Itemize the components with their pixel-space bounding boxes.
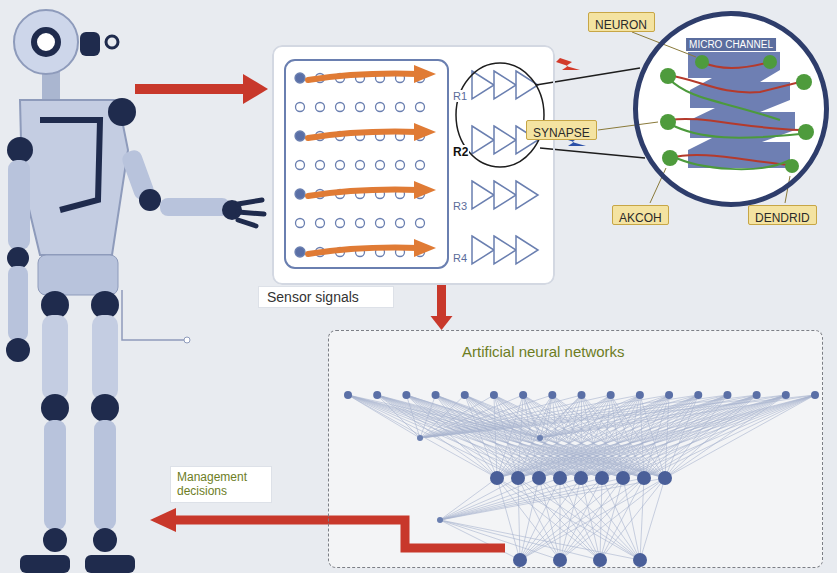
arrow-label: Management decisions	[170, 466, 272, 503]
receptor-triangles	[472, 71, 538, 264]
sensor-panel: Sensor signals	[272, 45, 555, 285]
arrow-head	[431, 316, 453, 330]
receptor-label: R1	[452, 90, 468, 102]
node-text: AKCOH	[619, 211, 662, 225]
leader-lines	[598, 32, 790, 203]
panel-fill	[272, 45, 555, 285]
zoom-lens	[456, 63, 645, 167]
arrow-shaft	[437, 285, 446, 318]
node-text: MICRO CHANNEL	[686, 38, 776, 51]
receptor-label: R2	[452, 145, 469, 159]
node-text: NEURON	[595, 18, 647, 32]
callout-label: NEURON	[588, 12, 655, 32]
signal-spark	[556, 58, 580, 70]
micro-channel	[688, 52, 795, 168]
callout-label: DENDRID	[748, 205, 817, 225]
sensor-grid-box	[285, 60, 448, 268]
callout-label: SYNAPSE	[526, 120, 597, 140]
input-arrow	[135, 74, 268, 104]
receptor-label: R4	[452, 252, 468, 264]
sensor-grid	[295, 65, 436, 257]
zoom-fill	[635, 13, 827, 205]
node-text: SYNAPSE	[533, 126, 590, 140]
node-text: Artificial neural networks	[459, 343, 628, 360]
node-text: Sensor signals	[258, 286, 394, 308]
flow-arrow	[431, 285, 453, 330]
callout-label: AKCOH	[612, 205, 669, 225]
receptor-label: R3	[452, 200, 468, 212]
neural-wires	[668, 62, 800, 169]
network-box: Artificial neural networks	[328, 330, 823, 568]
node-text: DENDRID	[755, 211, 810, 225]
network-graph	[344, 391, 819, 567]
zoom-circle: MICRO CHANNEL	[633, 11, 829, 207]
neuron-cells	[660, 55, 814, 173]
